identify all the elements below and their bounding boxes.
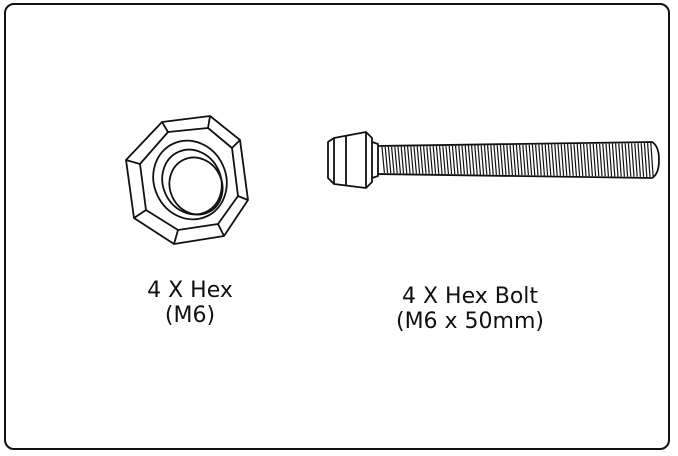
hex-bolt-icon [327, 131, 660, 189]
hex-bolt-label: 4 X Hex Bolt (M6 x 50mm) [360, 284, 580, 334]
hex-nut-label: 4 X Hex (M6) [110, 278, 270, 328]
hex-bolt-size: (M6 x 50mm) [395, 309, 544, 334]
hex-nut-size: (M6) [164, 303, 216, 328]
hex-nut-icon [125, 115, 249, 245]
hex-bolt-quantity: 4 X Hex Bolt [401, 284, 539, 309]
diagram-frame [4, 3, 670, 450]
hex-nut-quantity: 4 X Hex [147, 278, 233, 303]
